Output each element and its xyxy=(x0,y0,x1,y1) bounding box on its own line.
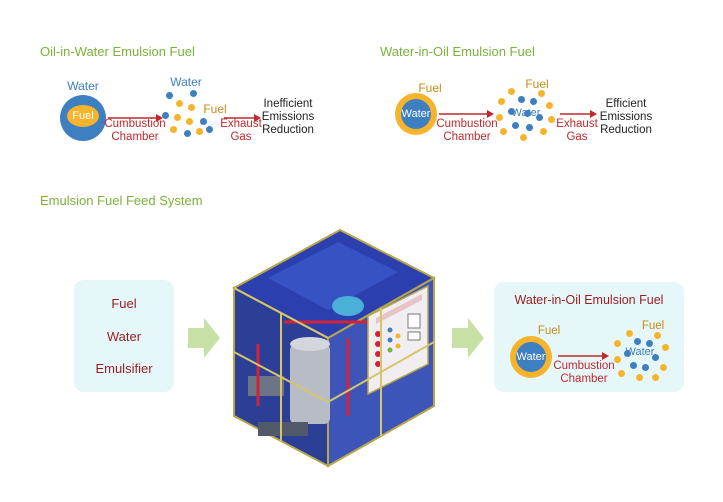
machine-illustration xyxy=(231,228,437,468)
wio-dots-top-label: Fuel xyxy=(525,77,549,91)
oiw-arrow-1-label: Cumbustion Chamber xyxy=(104,118,166,143)
output-water-core xyxy=(516,342,546,372)
oiw-inner-label: Fuel xyxy=(72,110,94,122)
wio-water-core xyxy=(401,99,431,129)
output-inner-label: Water xyxy=(516,351,546,363)
input-emulsifier: Emulsifier xyxy=(95,361,153,376)
right-arrow-icon xyxy=(452,318,484,358)
wio-inner-label: Water xyxy=(401,108,431,120)
oil-in-water-title: Oil-in-Water Emulsion Fuel xyxy=(40,44,195,59)
output-panel: Water-in-Oil Emulsion Fuel Fuel Water Cu… xyxy=(494,282,684,392)
wio-arrow-1-label: Cumbustion Chamber xyxy=(436,118,498,143)
oiw-arrow-2 xyxy=(224,114,261,122)
wio-outer-label: Fuel xyxy=(418,81,442,95)
wio-arrow-1 xyxy=(439,110,494,118)
wio-arrow-2-label: Exhaust Gas xyxy=(556,118,598,143)
wio-dots-center-label: Water xyxy=(511,107,541,119)
inputs-panel: Fuel Water Emulsifier xyxy=(74,280,174,392)
oiw-result: Inefficient Emissions Reduction xyxy=(261,98,315,136)
oiw-dots-top-label: Water xyxy=(170,75,202,89)
oiw-dots-side-label: Fuel xyxy=(203,102,227,116)
output-title: Water-in-Oil Emulsion Fuel xyxy=(514,293,664,307)
output-outer-label: Fuel xyxy=(537,325,561,337)
output-dispersion xyxy=(614,330,670,382)
input-fuel: Fuel xyxy=(111,296,137,311)
feed-system-title: Emulsion Fuel Feed System xyxy=(40,193,203,208)
wio-arrow-2 xyxy=(560,110,597,118)
water-in-oil-title: Water-in-Oil Emulsion Fuel xyxy=(380,44,535,59)
input-water: Water xyxy=(106,329,142,344)
wio-result: Efficient Emissions Reduction xyxy=(599,98,653,136)
oiw-arrow-1 xyxy=(108,114,163,122)
wio-dispersion xyxy=(496,88,556,144)
oiw-outer-label: Water xyxy=(67,79,99,93)
oiw-dispersion xyxy=(162,90,222,140)
oiw-fuel-core xyxy=(67,105,99,127)
output-arrow xyxy=(558,352,609,360)
oiw-arrow-2-label: Exhaust Gas xyxy=(220,118,262,143)
output-dots-top-label: Fuel xyxy=(641,320,665,332)
output-arrow-label: Cumbustion Chamber xyxy=(553,360,615,385)
output-dots-center-label: Water xyxy=(625,346,655,358)
right-arrow-icon xyxy=(188,318,220,358)
